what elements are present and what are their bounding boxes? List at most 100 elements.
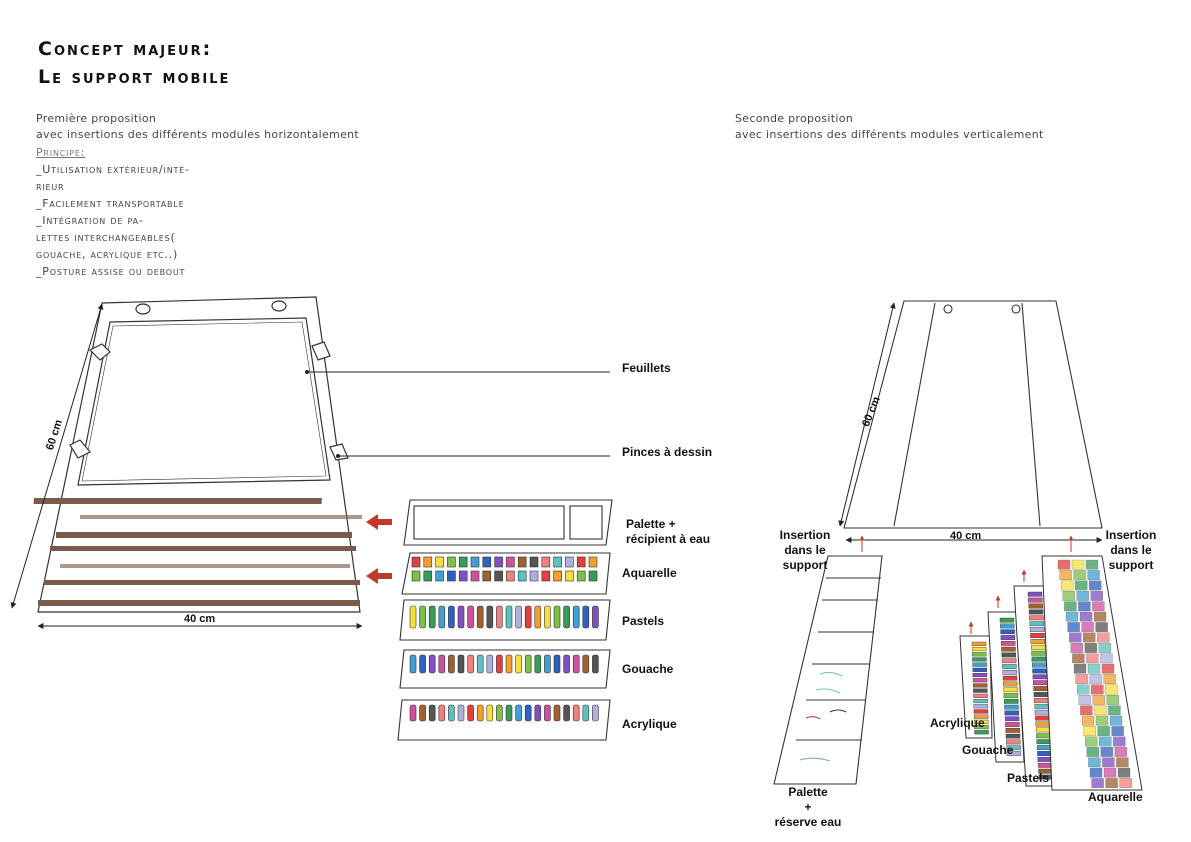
paint-cell [1105, 778, 1118, 788]
paint-cell [972, 667, 987, 672]
paint-pan [576, 556, 586, 568]
paint-tube [553, 605, 561, 629]
page-title-line1: Concept majeur: [38, 38, 213, 60]
paint-tube [582, 605, 590, 629]
paint-cell [1111, 726, 1124, 736]
paint-pan [411, 570, 421, 582]
paint-tube [524, 654, 532, 674]
paint-cell [1085, 736, 1098, 747]
paint-cell [1084, 643, 1097, 653]
paint-cell [1000, 623, 1015, 629]
paint-tube [572, 605, 580, 629]
paint-cell [1076, 591, 1089, 601]
paint-cell [1034, 709, 1050, 715]
paint-cell [1097, 726, 1110, 736]
paint-cell [1119, 778, 1132, 788]
paint-tube [515, 704, 522, 722]
paint-pan [470, 570, 480, 582]
vertical-support [843, 300, 1103, 529]
paint-cell [1001, 658, 1017, 664]
paint-tube [553, 704, 561, 722]
paint-tube [496, 605, 503, 629]
paint-cell [1003, 681, 1018, 687]
paint-cell [1087, 663, 1101, 674]
pastels-module [399, 599, 611, 641]
paint-cell [1002, 670, 1017, 675]
palette-vertical-module [773, 555, 883, 785]
paint-cell [1001, 641, 1016, 646]
paint-cell [1075, 674, 1088, 684]
paint-tube [467, 704, 474, 722]
paint-cell [1105, 684, 1118, 695]
label-line: support [1108, 558, 1154, 572]
paint-pan [553, 570, 562, 582]
label-sheets: Feuillets [622, 361, 671, 375]
paint-cell [1036, 745, 1052, 751]
paint-cell [1057, 559, 1071, 570]
label-watercolor-vertical: Aquarelle [1088, 790, 1143, 804]
paint-cell [1004, 699, 1019, 704]
paint-pan [506, 570, 515, 582]
paint-cell [1095, 715, 1109, 726]
paint-tube [476, 605, 484, 629]
paint-cell [973, 699, 988, 704]
hang-hole [271, 300, 287, 312]
acrylic-vertical-module [959, 635, 993, 739]
label-insertion-right: Insertion dans le support [1100, 528, 1162, 573]
paint-cell [1035, 721, 1050, 727]
principle-item: _Utilisation extérieur/inté- [36, 163, 190, 176]
dimension-width-right: 40 cm [950, 530, 982, 542]
paint-cell [974, 725, 989, 730]
paint-cell [972, 662, 987, 667]
paint-cell [1004, 716, 1020, 722]
paint-tube [486, 654, 494, 674]
paint-tube [428, 654, 436, 674]
label-acrylic: Acrylique [622, 717, 677, 731]
paint-tube [409, 605, 417, 629]
paint-cell [1035, 727, 1051, 733]
paint-cell [1083, 726, 1096, 736]
paint-cell [1036, 733, 1051, 739]
paint-cell [1078, 601, 1091, 612]
paint-cell [1003, 693, 1019, 698]
paint-cell [1071, 559, 1085, 570]
paint-pan [517, 556, 527, 568]
label-line: dans le [784, 543, 826, 557]
paint-tube [592, 654, 599, 674]
paint-pan [482, 556, 492, 568]
paint-cell [1085, 559, 1099, 570]
paint-cell [973, 688, 988, 693]
paint-pan [541, 570, 551, 582]
paint-cell [1077, 684, 1090, 695]
label-line: Insertion [1105, 528, 1157, 542]
paint-tube [486, 605, 494, 629]
paint-tube [534, 654, 542, 674]
paint-pan [494, 570, 503, 582]
paint-cell [974, 719, 989, 724]
paint-pan [423, 556, 433, 568]
clip-icon [311, 341, 331, 361]
label-pastels-vertical: Pastels [1007, 771, 1050, 785]
paint-cell [1001, 646, 1016, 652]
paint-pan [576, 570, 586, 582]
paint-cell [1033, 680, 1048, 686]
paint-tube [409, 704, 417, 722]
paint-cell [1061, 580, 1074, 591]
paint-cell [1031, 656, 1047, 662]
paint-cell [1031, 662, 1047, 668]
paint-tube [515, 654, 522, 674]
paint-cell [1034, 698, 1049, 703]
paint-cell [1005, 722, 1020, 727]
paint-cell [1033, 686, 1048, 692]
paint-cell [1081, 622, 1094, 632]
paint-cell [1062, 591, 1075, 601]
paint-tube [457, 704, 465, 722]
paint-cell [1103, 767, 1117, 778]
paint-cell [1079, 611, 1093, 622]
paint-tube [419, 704, 426, 722]
second-proposal-description: avec insertions des différents modules v… [735, 128, 1044, 141]
paint-pan [517, 570, 527, 582]
label-watercolor: Aquarelle [622, 566, 677, 580]
paint-tube [563, 654, 570, 674]
paint-cell [1088, 757, 1101, 768]
